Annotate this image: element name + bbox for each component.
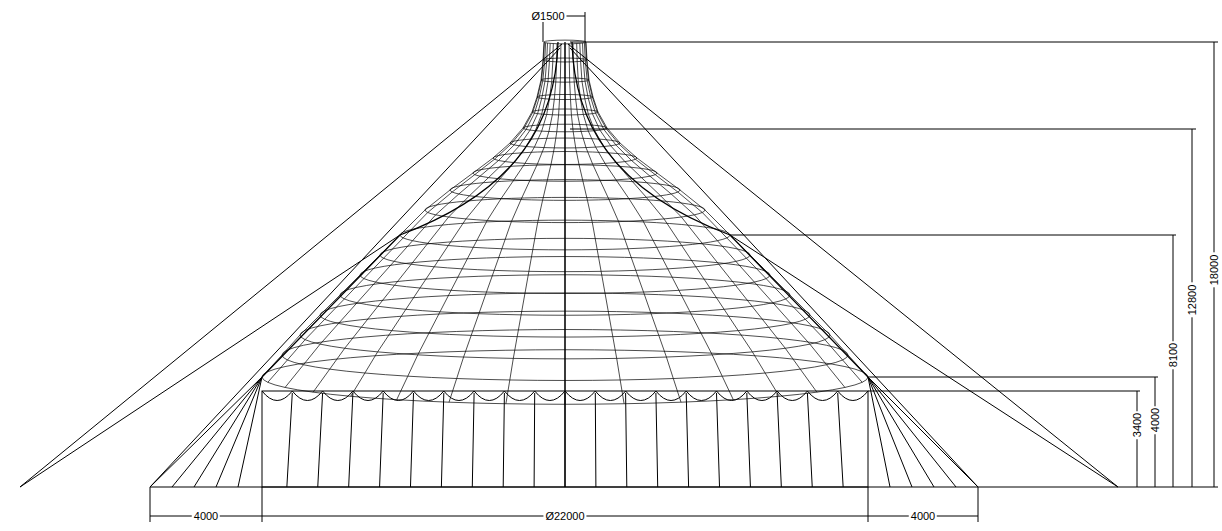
dimension-label: 12800 — [1186, 283, 1198, 318]
wall-pole — [626, 393, 627, 487]
membrane-meridian — [584, 43, 845, 388]
wall-pole — [717, 393, 720, 487]
dimension-label: 4000 — [1149, 406, 1161, 434]
membrane-meridian — [262, 42, 544, 377]
wall-pole — [380, 393, 384, 487]
membrane-meridian — [580, 43, 780, 396]
wall-pole — [441, 393, 443, 487]
membrane-meridian — [573, 44, 681, 403]
guy-rope — [150, 377, 262, 487]
membrane-meridian — [577, 44, 734, 400]
guy-rope — [868, 377, 912, 487]
wall-pole — [534, 393, 536, 487]
membrane-meridian — [397, 44, 554, 400]
membrane-meridian — [285, 43, 545, 388]
dimension-label: Ø22000 — [543, 510, 586, 522]
dimension-label: 3400 — [1131, 411, 1143, 439]
wall-pole — [777, 393, 781, 487]
wall-pole — [595, 393, 597, 487]
wall-pole — [656, 393, 658, 487]
membrane-meridian — [506, 44, 561, 404]
wall-pole — [686, 393, 688, 487]
wall-pole — [838, 393, 843, 487]
membrane-meridian — [586, 42, 863, 382]
membrane-meridian — [313, 43, 547, 392]
membrane-meridian — [449, 44, 557, 403]
wall-pole — [807, 393, 812, 487]
wall-pole — [349, 393, 353, 487]
guy-rope — [172, 377, 262, 487]
wall-pole — [287, 393, 292, 487]
guy-rope — [868, 377, 890, 487]
wall-pole — [410, 393, 413, 487]
membrane-meridian — [583, 43, 817, 392]
wall-pole — [503, 393, 504, 487]
wall-pole — [318, 393, 323, 487]
guy-rope — [194, 377, 262, 487]
dimension-label: 4000 — [192, 510, 220, 522]
guy-rope — [868, 377, 978, 487]
guy-rope — [868, 377, 934, 487]
guy-rope — [868, 377, 956, 487]
dimension-label: Ø1500 — [529, 10, 566, 22]
dimension-label: 18000 — [1208, 253, 1220, 288]
membrane-meridian — [351, 43, 551, 396]
guy-rope — [216, 377, 262, 487]
wall-pole — [747, 393, 751, 487]
dimension-label: 8100 — [1167, 341, 1179, 369]
dimension-label: 4000 — [909, 510, 937, 522]
guy-rope — [238, 377, 262, 487]
wall-pole — [472, 393, 474, 487]
